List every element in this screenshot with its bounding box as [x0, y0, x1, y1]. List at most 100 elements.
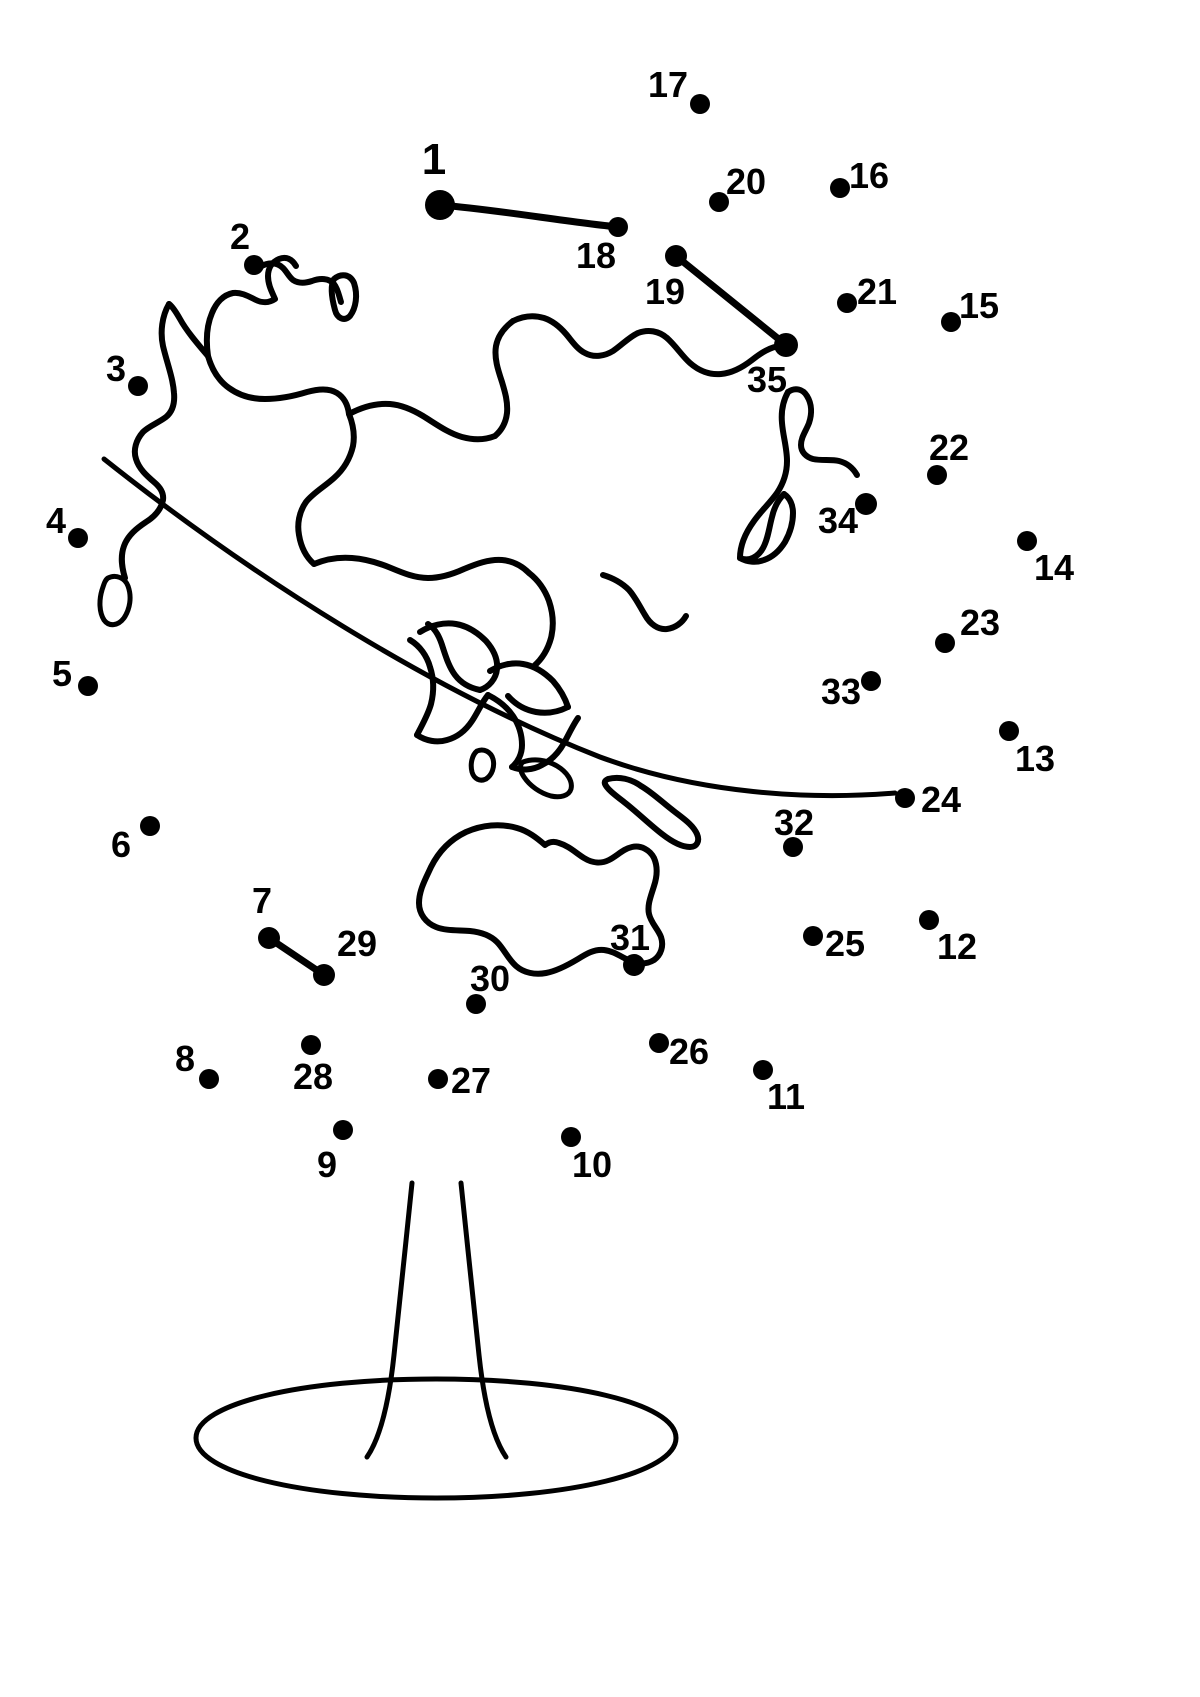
- dot-label-17: 17: [647, 64, 689, 105]
- japan-arc: [737, 491, 796, 565]
- dot-label-18: 18: [575, 235, 617, 276]
- island-small-3: [518, 757, 574, 800]
- dot-marker-25[interactable]: [803, 926, 823, 946]
- dot-marker-32[interactable]: [783, 837, 803, 857]
- dot-marker-14[interactable]: [1017, 531, 1037, 551]
- indonesia-1: [417, 620, 501, 693]
- japan-arc-inner: [737, 491, 787, 563]
- eurasia-east-1: [346, 400, 498, 443]
- dot-marker-18[interactable]: [608, 217, 628, 237]
- dot-marker-4[interactable]: [68, 528, 88, 548]
- dot-label-31: 31: [609, 917, 651, 958]
- dot-label-5: 5: [51, 653, 73, 694]
- indochina-coast: [600, 572, 689, 633]
- dot-label-21: 21: [856, 271, 898, 312]
- dot-marker-21[interactable]: [837, 293, 857, 313]
- dot-label-20: 20: [725, 161, 767, 202]
- asia-upper-coast: [510, 313, 670, 359]
- dot-marker-19[interactable]: [665, 245, 687, 267]
- dot-label-6: 6: [110, 824, 132, 865]
- island-small-2: [468, 747, 497, 783]
- dot-marker-22[interactable]: [927, 465, 947, 485]
- north-america-west-coast: [118, 301, 178, 581]
- dot-marker-23[interactable]: [935, 633, 955, 653]
- asia-kamchatka: [785, 386, 860, 478]
- dot-marker-33[interactable]: [861, 671, 881, 691]
- australia: [416, 822, 666, 977]
- dot-marker-24[interactable]: [895, 788, 915, 808]
- indonesia-3: [407, 637, 437, 738]
- dot-label-9: 9: [316, 1144, 338, 1185]
- dot-marker-26[interactable]: [649, 1033, 669, 1053]
- dot-marker-11[interactable]: [753, 1060, 773, 1080]
- dot-label-30: 30: [469, 958, 511, 999]
- indonesia-7: [487, 660, 571, 710]
- dot-marker-6[interactable]: [140, 816, 160, 836]
- dot-label-14: 14: [1033, 547, 1075, 588]
- dot-label-11: 11: [766, 1076, 806, 1117]
- dot-label-3: 3: [105, 348, 127, 389]
- eurasia-mountain-ridge: [492, 318, 516, 439]
- eurasia-north-coast: [257, 260, 344, 305]
- new-guinea: [601, 774, 702, 850]
- dot-marker-12[interactable]: [919, 910, 939, 930]
- indonesia-8: [505, 693, 571, 716]
- dot-label-19: 19: [644, 271, 686, 312]
- asia-east-coast: [664, 335, 783, 378]
- connector-layer: [265, 201, 790, 979]
- dot-label-25: 25: [824, 923, 866, 964]
- indonesia-4: [414, 692, 491, 745]
- dot-label-15: 15: [958, 285, 1000, 326]
- equator-arc: [101, 456, 898, 799]
- dot-marker-27[interactable]: [428, 1069, 448, 1089]
- dot-marker-35[interactable]: [774, 333, 798, 357]
- dot-marker-20[interactable]: [709, 192, 729, 212]
- dot-label-27: 27: [450, 1060, 492, 1101]
- dot-marker-15[interactable]: [941, 312, 961, 332]
- connector-1-to-18: [436, 201, 622, 231]
- island-small-1: [97, 573, 133, 628]
- stand-base-ellipse: [193, 1376, 679, 1501]
- dot-marker-10[interactable]: [561, 1127, 581, 1147]
- dot-marker-7[interactable]: [258, 927, 280, 949]
- dot-label-22: 22: [928, 427, 970, 468]
- dot-label-32: 32: [773, 802, 815, 843]
- dot-label-8: 8: [174, 1038, 196, 1079]
- eurasia-center: [311, 554, 532, 581]
- dot-label-24: 24: [920, 779, 962, 820]
- dot-marker-30[interactable]: [466, 994, 486, 1014]
- dot-label-13: 13: [1014, 738, 1056, 779]
- dot-label-2: 2: [229, 216, 251, 257]
- asia-se-peninsula: [737, 389, 791, 561]
- dot-marker-3[interactable]: [128, 376, 148, 396]
- dot-marker-29[interactable]: [313, 964, 335, 986]
- greenland-outline: [328, 272, 360, 322]
- dot-marker-9[interactable]: [333, 1120, 353, 1140]
- dot-label-28: 28: [292, 1056, 334, 1097]
- dot-label-10: 10: [571, 1144, 613, 1185]
- dot-marker-34[interactable]: [855, 493, 877, 515]
- dot-marker-13[interactable]: [999, 721, 1019, 741]
- dot-label-12: 12: [936, 926, 978, 967]
- connector-7-to-29: [265, 934, 328, 979]
- artwork-layer: [97, 254, 898, 1501]
- dot-marker-8[interactable]: [199, 1069, 219, 1089]
- dot-marker-16[interactable]: [830, 178, 850, 198]
- dot-label-26: 26: [668, 1031, 710, 1072]
- dot-label-4: 4: [45, 500, 67, 541]
- dot-label-29: 29: [336, 923, 378, 964]
- dot-marker-5[interactable]: [78, 676, 98, 696]
- dot-marker-28[interactable]: [301, 1035, 321, 1055]
- dot-marker-31[interactable]: [623, 954, 645, 976]
- dot-label-7: 7: [251, 880, 273, 921]
- eurasia-body: [295, 411, 357, 567]
- dot-label-34: 34: [817, 500, 859, 541]
- dot-marker-1[interactable]: [425, 190, 455, 220]
- stand-stem-right: [458, 1180, 509, 1460]
- stand-stem-left: [364, 1180, 415, 1460]
- dot-marker-17[interactable]: [690, 94, 710, 114]
- indonesia-5: [485, 692, 525, 770]
- dot-marker-2[interactable]: [244, 255, 264, 275]
